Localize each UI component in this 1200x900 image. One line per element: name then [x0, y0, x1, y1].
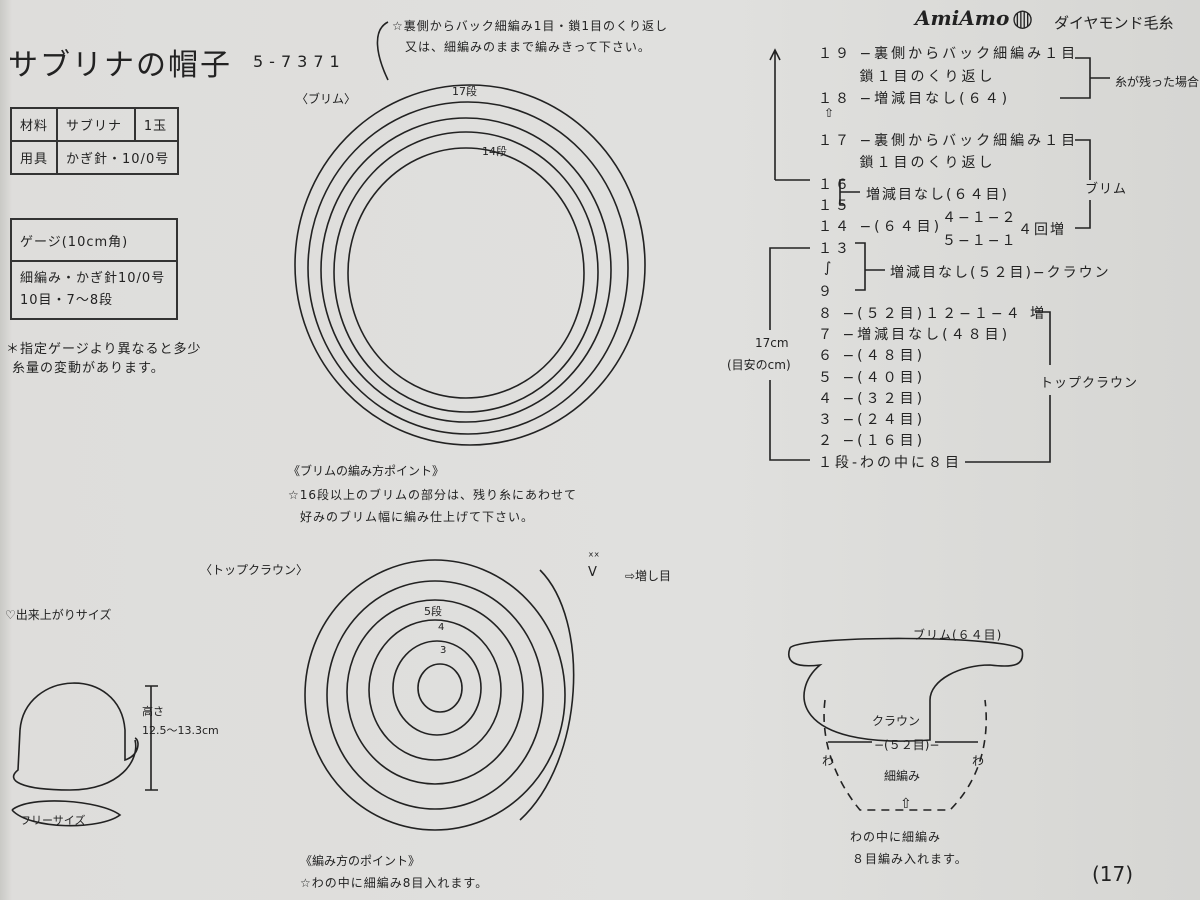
- brim-ring-2: [307, 101, 629, 435]
- up-arrow-small-icon: ⇧: [900, 796, 912, 812]
- crown-ring-5: [392, 640, 482, 736]
- brim-point-title: 《ブリムの編み方ポイント》: [288, 464, 445, 478]
- brim-note2: 又は、細編みのままで編みきって下さい。: [405, 40, 651, 54]
- crown-ring-2: [326, 580, 544, 810]
- gauge-line1: 細編み・かぎ針10/0号: [20, 271, 166, 286]
- row-1: １段-わの中に８目: [818, 455, 963, 471]
- pattern-code: 5-7371: [253, 52, 346, 71]
- row-17: １７ −裏側からバック細編み１目: [818, 133, 1079, 149]
- brim-ring-4: [333, 131, 599, 413]
- increase-times: ４回増: [1018, 222, 1066, 238]
- row-2: ２ −(１６目): [818, 433, 926, 449]
- hat-stitch-label: 細編み: [884, 769, 921, 783]
- row-18: １８ −増減目なし(６４): [818, 91, 1011, 107]
- rows-9-13-note: 増減目なし(５２目)−クラウン: [890, 265, 1111, 281]
- row-range: ∫: [824, 260, 835, 276]
- up-arrow: [769, 48, 781, 180]
- material-label: 材料: [9, 107, 59, 142]
- height-note: (目安のcm): [727, 358, 791, 372]
- height-label: 高さ: [142, 705, 164, 718]
- height-17cm: 17cm: [755, 336, 789, 350]
- row-16: １６: [818, 177, 852, 193]
- brim-shape: [788, 637, 1024, 742]
- row-7: ７ −増減目なし(４８目): [818, 327, 1011, 343]
- material-quantity: 1玉: [133, 107, 180, 142]
- brim-note1: ☆裏側からバック細編み1目・鎖1目のくり返し: [392, 19, 669, 33]
- crown-ring-1: [304, 559, 566, 831]
- leftover-note: 糸が残った場合: [1115, 75, 1200, 89]
- brim-ring-1: [294, 84, 646, 446]
- wa-right: わ: [972, 754, 985, 768]
- gauge-label: ゲージ(10cm角): [10, 218, 178, 262]
- row-9: ９: [818, 284, 835, 300]
- crown-row5: 5段: [424, 605, 442, 618]
- tool-value: かぎ針・10/0号: [56, 140, 180, 175]
- increase-a: ４−１−２: [942, 210, 1018, 226]
- hat-crown-label: クラウン: [872, 714, 921, 728]
- top-crown-label: トップクラウン: [1040, 376, 1139, 391]
- row-17-cont: 鎖１目のくり返し: [818, 155, 996, 171]
- brim-point-line1: ☆16段以上のブリムの部分は、残り糸にあわせて: [288, 488, 578, 502]
- maker-logo: ダイヤモンド毛糸: [1054, 14, 1174, 32]
- crown-row4: 4: [438, 622, 445, 633]
- finished-hat: [12, 682, 139, 791]
- gauge-line2: 10目・7〜8段: [20, 293, 114, 308]
- hat-note2: ８目編み入れます。: [852, 852, 968, 866]
- brand-logo: AmiAmo: [915, 6, 1010, 30]
- row-4: ４ −(３２目): [818, 391, 926, 407]
- row17-label: 17段: [452, 85, 477, 98]
- page-title: サブリナの帽子: [8, 48, 232, 83]
- material-value: サブリナ: [56, 107, 136, 142]
- crown-row3: 3: [440, 645, 447, 656]
- brim-point-line2: 好みのブリム幅に編み仕上げて下さい。: [300, 510, 535, 524]
- gauge-table: ゲージ(10cm角) 細編み・かぎ針10/0号 10目・7〜8段: [10, 218, 178, 320]
- row-15: １５: [818, 198, 852, 214]
- crown-point-line1: ☆わの中に細編み8目入れます。: [300, 876, 489, 890]
- up-arrow-icon: ⇧: [824, 106, 835, 120]
- wa-left: わ: [822, 754, 835, 768]
- increase-b: ５−１−１: [942, 233, 1018, 249]
- height-value: 12.5〜13.3cm: [142, 724, 219, 737]
- crown-ring-6: [417, 663, 463, 713]
- hat-brim-label: ブリム(６４目): [913, 628, 1003, 642]
- brim-ring-5: [347, 147, 585, 399]
- crown-spiral-outer: [519, 569, 575, 821]
- crown-label: 〈トップクラウン〉: [200, 563, 309, 577]
- page-number: (17): [1092, 862, 1134, 886]
- brim-arrow: [376, 21, 389, 81]
- tool-label: 用具: [9, 140, 59, 175]
- row-19-cont: 鎖１目のくり返し: [818, 69, 996, 85]
- increase-legend: ⇨増し目: [625, 569, 672, 583]
- brim-label: 〈ブリム〉: [296, 92, 357, 106]
- row-5: ５ −(４０目): [818, 370, 926, 386]
- note-line2: 糸量の変動があります。: [12, 361, 165, 376]
- note-line1: ＊指定ゲージより異なると多少: [6, 342, 202, 357]
- crown-point-title: 《編み方のポイント》: [300, 854, 421, 868]
- rows-15-16-note: 増減目なし(６４目): [866, 187, 1009, 203]
- row-14: １４ −(６４目): [818, 219, 943, 235]
- yarn-ball-logo-icon: ◍: [1012, 4, 1033, 32]
- row-19: １９ −裏側からバック細編み１目: [818, 46, 1079, 62]
- crown-ring-4: [368, 619, 502, 761]
- crown-ring-3: [346, 599, 524, 785]
- hat-count-label: −(５２目)−: [874, 738, 940, 752]
- row-6: ６ −(４８目): [818, 348, 926, 364]
- hat-note1: わの中に細編み: [850, 830, 942, 844]
- row-3: ３ −(２４目): [818, 412, 926, 428]
- row-13: １３: [818, 241, 852, 257]
- size-label: フリーサイズ: [20, 814, 86, 827]
- finished-size-label: ♡出来上がりサイズ: [5, 608, 112, 622]
- brim-ring-3: [320, 117, 612, 423]
- brim-group-label: ブリム: [1085, 182, 1128, 197]
- row-8: ８ −(５２目)１２−１−４ 増: [818, 306, 1048, 322]
